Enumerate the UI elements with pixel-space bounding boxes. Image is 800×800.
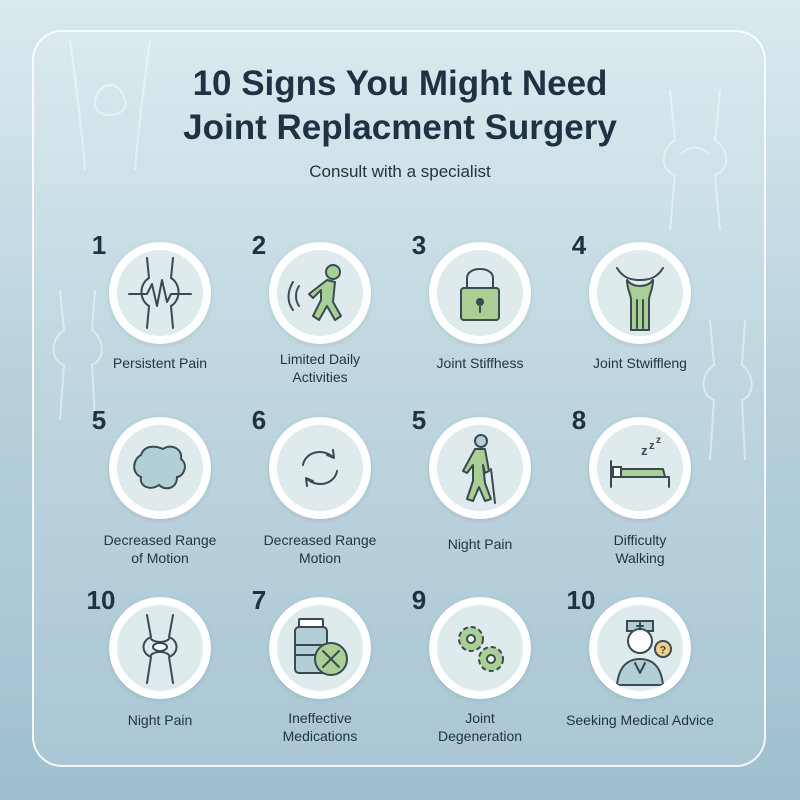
sign-label: Seeking Medical Advice — [566, 712, 714, 728]
sign-label: Decreased Range Motion — [263, 532, 377, 566]
sign-label: Ineffective Medications — [282, 710, 358, 744]
sign-item: 5 Night Pain — [400, 405, 560, 565]
sign-icon-badge — [269, 242, 371, 344]
sign-label: Joint Stwiffleng — [593, 355, 687, 371]
sign-item: 8 z z z Difficulty Walking — [560, 405, 720, 566]
sign-number: 3 — [411, 230, 427, 260]
sign-label: Joint Stiffhess — [436, 355, 524, 371]
sign-label: Decreased Range of Motion — [103, 532, 217, 566]
joint-bone-icon — [616, 267, 664, 331]
sign-item: 3 Joint Stiffhess — [400, 230, 560, 390]
sign-item: 4 Joint Stwiffleng — [560, 230, 720, 390]
swollen-joint-icon — [133, 445, 186, 490]
sign-number: 8 — [571, 405, 587, 435]
svg-text:z: z — [641, 443, 648, 458]
sign-number: 2 — [251, 230, 267, 260]
background-knee-right-lower-icon — [702, 320, 753, 460]
sign-number: 1 — [91, 230, 107, 260]
sign-label: Limited Daily Activities — [279, 351, 361, 385]
sign-item: 10 Night Pain — [80, 585, 240, 745]
svg-text:z: z — [656, 435, 661, 446]
sign-icon-badge — [429, 417, 531, 519]
sign-item: 7 Ineffective Medications — [240, 585, 400, 745]
sign-item: 9 Joint Degeneration — [400, 585, 560, 745]
sign-item: 2 Limited Daily Activities — [240, 230, 400, 390]
knee-joint-icon — [142, 614, 178, 684]
sign-icon-badge: ? — [589, 597, 691, 699]
person-with-cane-icon — [462, 434, 496, 504]
rotate-arrows-icon — [302, 449, 338, 487]
page-subtitle: Consult with a specialist — [309, 162, 491, 181]
sign-item: 6 Decreased Range Motion — [240, 405, 400, 566]
sign-icon-badge — [109, 597, 211, 699]
sign-number: 10 — [86, 585, 116, 615]
padlock-icon — [460, 268, 500, 321]
doctor-icon: ? — [615, 620, 672, 686]
sign-label: Joint Degeneration — [437, 710, 523, 744]
pain-knee-icon — [128, 257, 192, 329]
sign-label: Difficulty Walking — [613, 532, 667, 566]
sign-number: 4 — [571, 230, 587, 260]
sign-icon-badge — [429, 597, 531, 699]
sign-label: Night Pain — [447, 536, 513, 552]
page-title-line-2: Joint Replacment Surgery — [183, 108, 617, 147]
medication-bottle-icon — [294, 618, 348, 676]
background-figure-left-icon — [69, 40, 151, 170]
sign-icon-badge — [589, 242, 691, 344]
sign-icon-badge — [109, 242, 211, 344]
walking-person-icon — [287, 264, 342, 321]
sign-icon-badge — [269, 597, 371, 699]
sign-number: 10 — [566, 585, 596, 615]
sign-item: 1 Persistent Pain — [80, 230, 240, 390]
background-knee-right-icon — [662, 90, 728, 230]
sign-icon-badge — [429, 242, 531, 344]
bed-sleep-icon: z z z — [610, 435, 670, 488]
sign-label: Persistent Pain — [112, 355, 208, 371]
svg-text:z: z — [649, 440, 655, 452]
sign-icon-badge — [109, 417, 211, 519]
svg-text:?: ? — [660, 645, 667, 657]
page-title: 10 Signs You Might Need — [192, 64, 608, 103]
sign-number: 6 — [251, 405, 267, 435]
gears-icon — [458, 626, 504, 672]
sign-icon-badge — [269, 417, 371, 519]
background-knee-left-icon — [52, 290, 103, 420]
sign-label: Night Pain — [127, 712, 193, 728]
sign-item: 5 Decreased Range of Motion — [80, 405, 240, 566]
sign-number: 9 — [411, 585, 427, 615]
sign-number: 7 — [251, 585, 267, 615]
sign-icon-badge: z z z — [589, 417, 691, 519]
sign-item: 10 ? Seeking Medical Advice — [560, 585, 720, 745]
sign-number: 5 — [91, 405, 107, 435]
sign-number: 5 — [411, 405, 427, 435]
